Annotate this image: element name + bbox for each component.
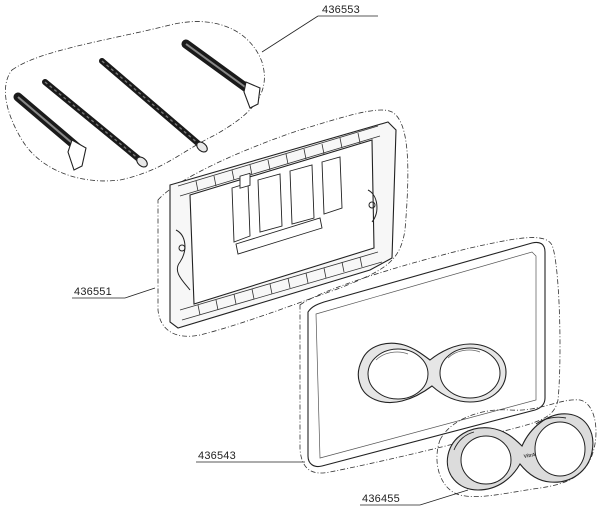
ring-leader-line (419, 489, 469, 506)
frame-top-slots (177, 125, 381, 197)
plate-dual-buttons (357, 342, 507, 403)
frame-ribs (231, 156, 343, 255)
rods-leader-line (261, 15, 319, 53)
rod-1 (13, 92, 87, 171)
ring-dashed-outline (436, 399, 597, 497)
frame-dashed-outline (157, 109, 409, 337)
rod-2 (42, 79, 148, 168)
plate-button-small[interactable] (367, 348, 429, 400)
flush-plate-group: 436543 (196, 237, 561, 474)
frame-leader-line (124, 287, 156, 299)
rod-3 (99, 58, 208, 153)
plate-dashed-outline (299, 237, 561, 474)
plate-part-number: 436543 (198, 450, 236, 462)
ring-part-number: 436455 (362, 493, 400, 505)
plate-button-large[interactable] (439, 347, 501, 399)
rods-part-number: 436553 (322, 4, 360, 16)
frame-side-clamps (175, 189, 378, 291)
mounting-rods-group: 436553 (5, 4, 378, 182)
frame-part-number: 436551 (74, 286, 112, 298)
rod-4 (181, 39, 261, 109)
mounting-frame-group: 436551 (72, 109, 409, 337)
ring-brand-mark: VitrA (523, 452, 536, 460)
frame-bottom-slots (179, 251, 383, 321)
rods-dashed-outline (5, 21, 265, 182)
flush-plate (307, 241, 546, 468)
button-ring-group: VitrA 436455 (360, 399, 597, 506)
